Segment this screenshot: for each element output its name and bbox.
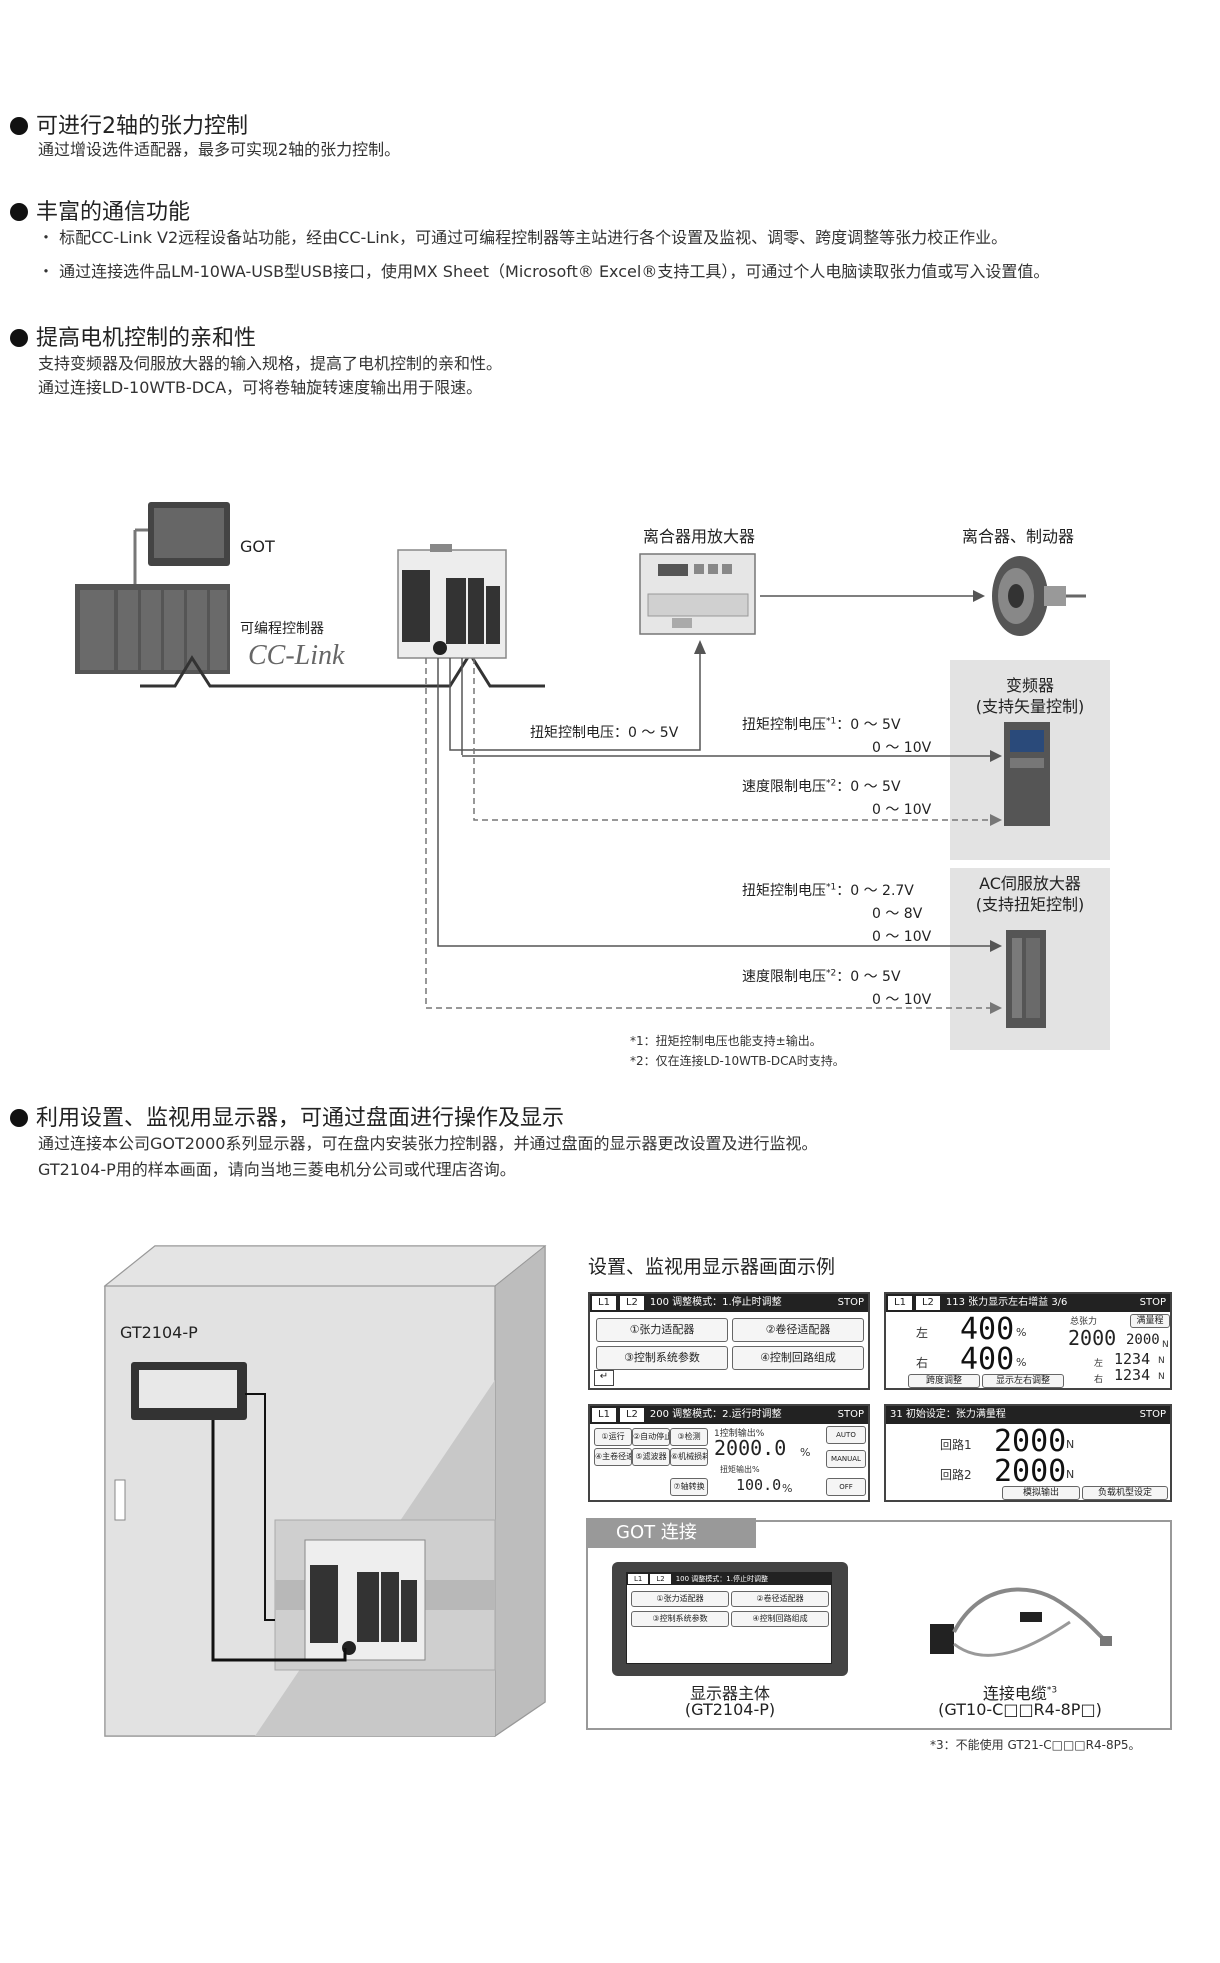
screen2-right-value: 400 — [960, 1342, 1015, 1377]
label-torque-servo-v3: 0 ～ 10V — [872, 929, 932, 945]
label-speed-servo: 速度限制电压*2：0 ～ 5V — [742, 968, 901, 985]
cabinet-illustration — [103, 1244, 547, 1737]
tension-controller-icon — [397, 544, 507, 659]
bullet-dot-icon — [10, 117, 28, 135]
footnote-3: *3：不能使用 GT21-C□□□R4-8P5。 — [930, 1738, 1141, 1752]
bullet-dot-icon — [10, 1109, 28, 1127]
bullet-usb: ・ 通过连接选件品LM-10WA-USB型USB接口，使用MX Sheet（Mi… — [38, 262, 1050, 281]
screen4-loop1-value: 2000 — [994, 1424, 1067, 1459]
screen2-left-value: 400 — [960, 1312, 1015, 1347]
screen1-btn-tension-adapter: ①张力适配器 — [596, 1318, 728, 1342]
cable-icon — [930, 1587, 1112, 1657]
label-torque-servo: 扭矩控制电压*1：0 ～ 2.7V — [742, 882, 914, 899]
display-line2: GT2104-P用的样本画面，请向当地三菱电机分公司或代理店咨询。 — [38, 1160, 516, 1179]
label-inverter-sub: (支持矢量控制) — [975, 697, 1085, 716]
label-servo-sub: (支持扭矩控制) — [975, 895, 1085, 914]
back-arrow-icon: ↵ — [594, 1370, 614, 1386]
label-torque-clutch: 扭矩控制电压：0 ～ 5V — [530, 725, 679, 741]
label-inverter: 变频器 — [1005, 676, 1054, 695]
footnote-2: *2：仅在连接LD-10WTB-DCA时支持。 — [630, 1054, 845, 1068]
clutch-brake-icon — [992, 556, 1086, 636]
label-cable: 连接电缆*3 — [982, 1684, 1058, 1703]
label-display-model: (GT2104-P) — [684, 1700, 776, 1719]
got-device-icon — [133, 502, 230, 584]
screen1-btn-control-loop: ④控制回路组成 — [732, 1346, 864, 1370]
plc-device-icon — [75, 584, 230, 674]
label-speed-servo-v2: 0 ～ 10V — [872, 992, 932, 1008]
inverter-icon — [1004, 722, 1050, 826]
servo-amplifier-icon — [1006, 930, 1046, 1028]
bullet-cclink: ・ 标配CC-Link V2远程设备站功能，经由CC-Link，可通过可编程控制… — [38, 228, 1008, 247]
label-servo: AC伺服放大器 — [979, 874, 1081, 893]
label-gt2104p: GT2104-P — [120, 1323, 198, 1342]
connection-diagram — [75, 502, 1086, 1028]
screen1-btn-control-params: ③控制系统参数 — [596, 1346, 728, 1370]
label-speed-inverter-v2: 0 ～ 10V — [872, 802, 932, 818]
section-title-display: 利用设置、监视用显示器，可通过盘面进行操作及显示 — [10, 1100, 564, 1132]
clutch-amplifier-icon — [639, 553, 756, 635]
footnote-1: *1：扭矩控制电压也能支持±输出。 — [630, 1034, 822, 1048]
label-cable-model: (GT10-C□□R4-8P□) — [938, 1700, 1102, 1719]
label-torque-servo-v2: 0 ～ 8V — [872, 906, 923, 922]
label-clutch-brake: 离合器、制动器 — [962, 527, 1075, 546]
label-speed-inverter: 速度限制电压*2：0 ～ 5V — [742, 778, 901, 795]
display-line1: 通过连接本公司GOT2000系列显示器，可在盘内安装张力控制器，并通过盘面的显示… — [38, 1134, 818, 1153]
bullet-dot-icon — [10, 203, 28, 221]
label-torque-inverter: 扭矩控制电压*1：0 ～ 5V — [742, 716, 901, 733]
cclink-logo: CC-Link — [248, 640, 345, 671]
section-body-2axis: 通过增设选件适配器，最多可实现2轴的张力控制。 — [38, 140, 401, 159]
label-clutch-amp: 离合器用放大器 — [643, 527, 756, 546]
label-torque-inverter-v2: 0 ～ 10V — [872, 740, 932, 756]
screen1-btn-diameter-adapter: ②卷径适配器 — [732, 1318, 864, 1342]
section-title-communication: 丰富的通信功能 — [10, 194, 190, 226]
screen4-loop2-value: 2000 — [994, 1454, 1067, 1489]
label-plc: 可编程控制器 — [240, 621, 324, 637]
section-title-2axis: 可进行2轴的张力控制 — [10, 108, 248, 140]
got-connection-header: GOT 连接 — [586, 1518, 756, 1548]
section-title-motor: 提高电机控制的亲和性 — [10, 320, 256, 352]
got-connection-panel — [586, 1520, 1172, 1730]
screens-title: 设置、监视用显示器画面示例 — [588, 1256, 836, 1278]
label-display-body: 显示器主体 — [689, 1684, 770, 1703]
motor-line2: 通过连接LD-10WTB-DCA，可将卷轴旋转速度输出用于限速。 — [38, 378, 483, 397]
label-got: GOT — [240, 537, 275, 556]
motor-line1: 支持变频器及伺服放大器的输入规格，提高了电机控制的亲和性。 — [38, 354, 503, 373]
bullet-dot-icon — [10, 329, 28, 347]
